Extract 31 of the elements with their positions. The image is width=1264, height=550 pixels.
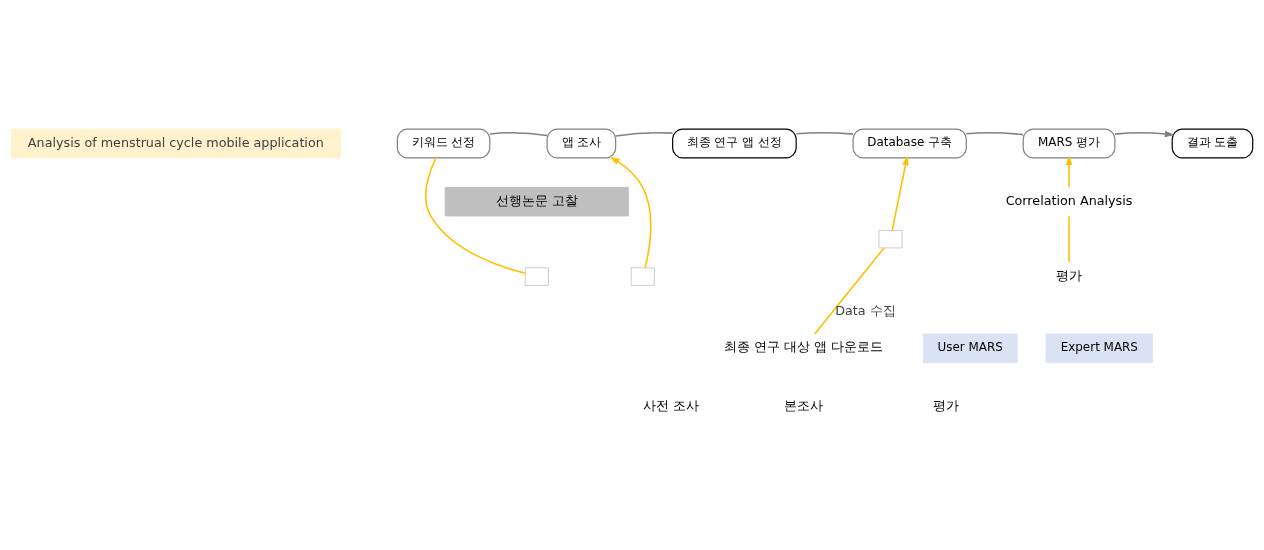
node-box: Expert MARS <box>1045 333 1154 364</box>
connector <box>1068 215 1070 263</box>
arrow <box>610 156 652 269</box>
label: 평가 <box>932 397 959 413</box>
node-box <box>524 267 549 286</box>
arrow <box>891 155 909 232</box>
node-text: Correlation Analysis <box>1005 192 1133 208</box>
connector <box>614 131 674 137</box>
node-box: Database 구축 <box>852 128 967 159</box>
edge-label: Data 수집 <box>835 303 896 319</box>
node-box: MARS 평가 <box>1022 128 1116 159</box>
connector <box>813 247 885 335</box>
arrow <box>1065 155 1073 188</box>
node-box: Analysis of menstrual cycle mobile application <box>10 128 341 159</box>
connector <box>489 131 548 137</box>
arrow <box>1114 130 1175 138</box>
node-box: 선행논문 고찰 <box>444 186 629 217</box>
node-box <box>630 267 655 286</box>
connector <box>425 157 526 275</box>
connector <box>795 132 854 135</box>
connector <box>965 131 1024 136</box>
node-box: User MARS <box>922 333 1018 364</box>
label: 사전 조사 <box>642 397 699 413</box>
node-box: 최종 연구 앱 선정 <box>672 128 797 159</box>
node-text: 최종 연구 대상 앱 다운로드 <box>724 339 884 355</box>
label: 본조사 <box>784 397 824 413</box>
node-box: 앱 조사 <box>546 128 617 159</box>
node-box <box>878 230 903 249</box>
node-box: 키워드 선정 <box>396 128 491 159</box>
node-text: 평가 <box>1056 267 1083 283</box>
node-box: 결과 도출 <box>1171 128 1254 159</box>
